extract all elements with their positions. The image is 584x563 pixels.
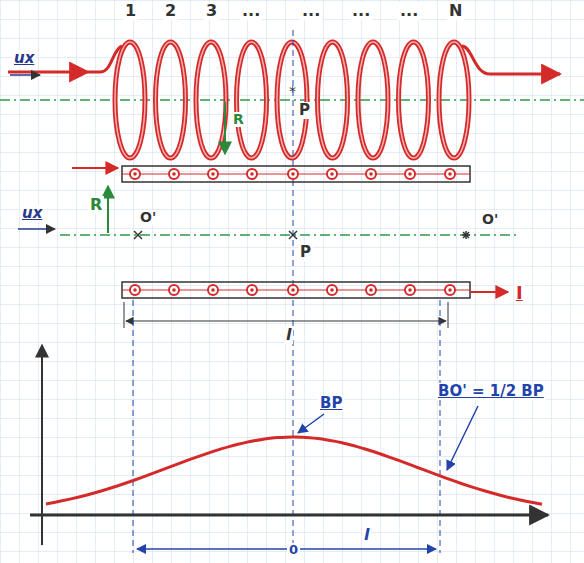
axis-line (60, 234, 520, 236)
label: I (514, 283, 525, 303)
label: ... (398, 2, 420, 20)
label: ... (240, 2, 262, 20)
current-arrow (470, 291, 508, 293)
winding-row (122, 166, 470, 182)
label: O' (138, 210, 158, 225)
direction-arrow (18, 228, 55, 230)
label: BO' = 1/2 BP (436, 383, 546, 400)
current-in-wire (8, 71, 88, 74)
label: ... (300, 2, 322, 20)
label: l (284, 326, 293, 344)
label: P (297, 102, 312, 119)
coil-loops (115, 42, 469, 158)
radius-arrow (107, 186, 109, 233)
length-dimension (126, 320, 446, 321)
point-marks (134, 231, 470, 239)
wire-sections (130, 169, 455, 295)
label: ... (350, 2, 372, 20)
label: 1 (123, 2, 138, 20)
field-curve (46, 437, 542, 504)
leader-line (298, 414, 324, 433)
label: ux (12, 50, 36, 67)
wire-dots (133, 172, 452, 292)
leader-line (447, 406, 478, 470)
axis-line (0, 99, 584, 101)
label: R (231, 112, 246, 127)
x-axis (30, 514, 548, 517)
direction-arrow (10, 74, 40, 76)
label: BP (318, 395, 344, 412)
label: 2 (163, 2, 178, 20)
label: 0 (287, 543, 300, 557)
current-out-wire (462, 46, 560, 74)
label: ux (20, 205, 44, 222)
label: R (88, 196, 104, 214)
coil-highlight (115, 42, 469, 158)
current-arrow (72, 167, 118, 169)
label: l (362, 526, 371, 544)
lead-wire (88, 46, 122, 72)
winding-row (122, 282, 470, 298)
label: 3 (204, 2, 219, 20)
label: P (298, 244, 313, 261)
label: O' (480, 212, 500, 227)
label: N (447, 2, 464, 20)
radius-arrow (224, 102, 226, 154)
